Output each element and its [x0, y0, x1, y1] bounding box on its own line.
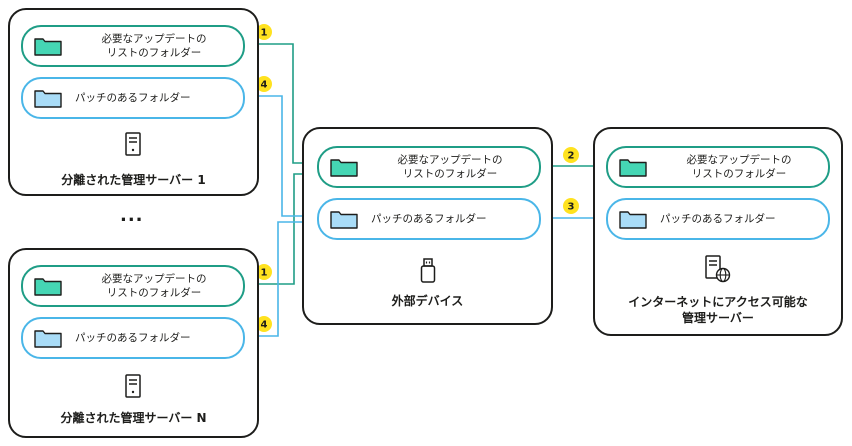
internet-server-icon [705, 255, 731, 283]
patch-folder-internet-server: パッチのあるフォルダー [606, 198, 830, 240]
folder-icon [619, 159, 647, 177]
arrow-step4-serverN [246, 221, 317, 340]
folder-label: 必要なアップデートの リストのフォルダー [101, 273, 207, 299]
folder-label: 必要なアップデートの リストのフォルダー [101, 33, 207, 59]
isolated-server-N-box: 必要なアップデートの リストのフォルダー パッチのあるフォルダー 分離された管理… [8, 248, 259, 438]
folder-label: 必要なアップデートの リストのフォルダー [397, 154, 503, 180]
step-badge-1-top: 1 [256, 24, 272, 40]
folder-icon [330, 159, 358, 177]
patch-folder-server1: パッチのあるフォルダー [21, 77, 245, 119]
patch-folder-serverN: パッチのあるフォルダー [21, 317, 245, 359]
folder-icon [34, 278, 62, 296]
svg-text:2: 2 [568, 151, 575, 162]
isolated-server-1-box: 必要なアップデートの リストのフォルダー パッチのあるフォルダー 分離された管理… [8, 8, 259, 196]
svg-text:1: 1 [261, 28, 268, 39]
svg-text:4: 4 [261, 80, 268, 91]
folder-icon [34, 90, 62, 108]
internet-server-box: 必要なアップデートの リストのフォルダー パッチのあるフォルダー インターネット… [593, 127, 843, 336]
svg-text:3: 3 [568, 202, 575, 213]
step-badge-3: 3 [563, 198, 579, 214]
step-badge-1-bottom: 1 [256, 264, 272, 280]
svg-text:4: 4 [261, 320, 268, 331]
folder-icon [330, 211, 358, 229]
svg-text:1: 1 [261, 268, 268, 279]
serverN-title: 分離された管理サーバー N [60, 411, 207, 425]
usb-drive-icon [420, 258, 436, 283]
required-updates-folder-server1: 必要なアップデートの リストのフォルダー [21, 25, 245, 67]
more-servers-ellipsis: ... [120, 205, 144, 226]
internet-server-title: インターネットにアクセス可能な 管理サーバー [628, 295, 808, 325]
folder-label: 必要なアップデートの リストのフォルダー [686, 154, 792, 180]
folder-icon [34, 38, 62, 56]
required-updates-folder-device: 必要なアップデートの リストのフォルダー [317, 146, 541, 188]
required-updates-folder-internet-server: 必要なアップデートの リストのフォルダー [606, 146, 830, 188]
server-icon [125, 374, 141, 398]
patch-folder-device: パッチのあるフォルダー [317, 198, 541, 240]
required-updates-folder-serverN: 必要なアップデートの リストのフォルダー [21, 265, 245, 307]
device-title: 外部デバイス [391, 294, 464, 308]
step-badge-4-bottom: 4 [256, 316, 272, 332]
folder-label: パッチのあるフォルダー [75, 332, 191, 344]
external-device-box: 必要なアップデートの リストのフォルダー パッチのあるフォルダー 外部デバイス [302, 127, 553, 325]
arrow-step4-server1 [246, 92, 317, 217]
server1-title: 分離された管理サーバー 1 [61, 173, 206, 187]
step-badge-4-top: 4 [256, 76, 272, 92]
folder-label: パッチのあるフォルダー [75, 92, 191, 104]
step-badge-2: 2 [563, 147, 579, 163]
folder-label: パッチのあるフォルダー [371, 213, 487, 225]
folder-label: パッチのあるフォルダー [660, 213, 776, 225]
server-icon [125, 132, 141, 156]
folder-icon [34, 330, 62, 348]
folder-icon [619, 211, 647, 229]
